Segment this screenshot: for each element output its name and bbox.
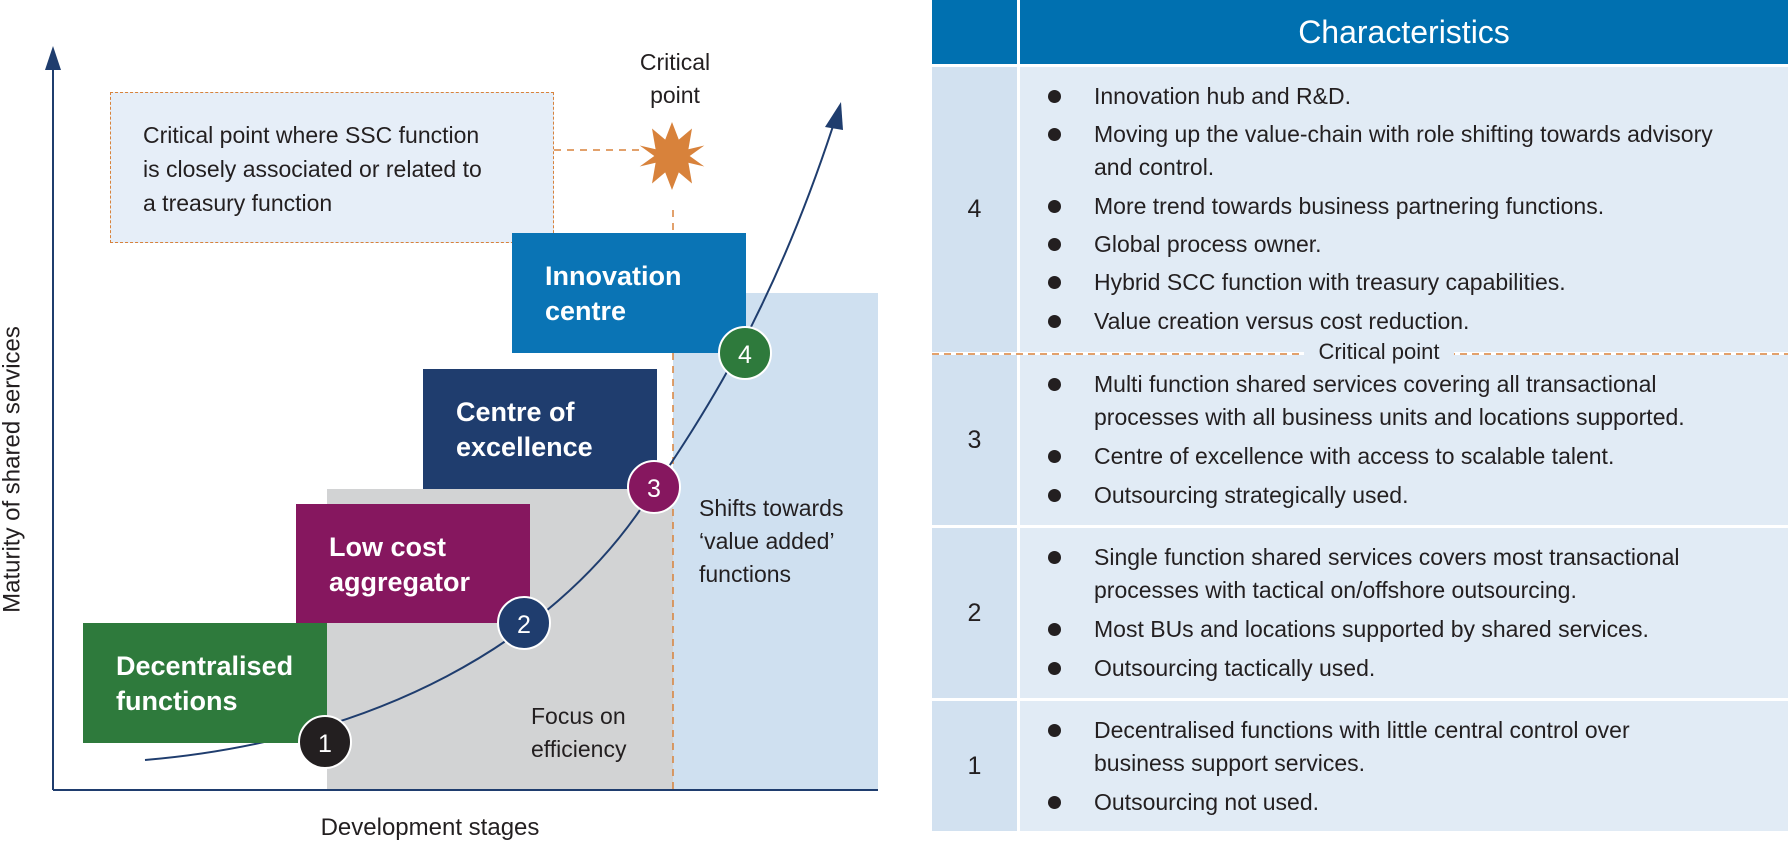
row-4-characteristics-cell bbox=[1020, 67, 1788, 352]
shift-line: Shifts towards bbox=[699, 495, 844, 521]
characteristics-table: Characteristics 4 3 2 1 Critical point I… bbox=[932, 0, 1788, 831]
row-4-item-5: Hybrid SCC function with treasury capabi… bbox=[1094, 266, 1784, 299]
item-line: Outsourcing strategically used. bbox=[1094, 482, 1409, 508]
item-line: business support services. bbox=[1094, 750, 1366, 776]
item-line: Single function shared services covers m… bbox=[1094, 544, 1680, 570]
critical-point-label: Critical point bbox=[620, 46, 730, 112]
row-3-item-2: Centre of excellence with access to scal… bbox=[1094, 440, 1784, 473]
bullet-dot bbox=[1048, 128, 1061, 141]
divider-label-text: Critical point bbox=[1318, 339, 1440, 364]
bullet-dot bbox=[1048, 662, 1061, 675]
item-line: Outsourcing tactically used. bbox=[1094, 655, 1376, 681]
stage-title-line: centre bbox=[545, 296, 627, 326]
focus-line: Focus on bbox=[531, 703, 626, 729]
bullet-dot bbox=[1048, 724, 1061, 737]
y-axis-arrowhead bbox=[45, 46, 61, 70]
item-line: Hybrid SCC function with treasury capabi… bbox=[1094, 269, 1566, 295]
item-line: Innovation hub and R&D. bbox=[1094, 83, 1352, 109]
note-line: Critical point where SSC function bbox=[143, 122, 480, 148]
stage-box-decentralised-functions: Decentralised functions bbox=[83, 623, 327, 743]
item-line: Outsourcing not used. bbox=[1094, 789, 1320, 815]
row-4-stage-number: 4 bbox=[932, 67, 1017, 352]
critical-point-note-text: Critical point where SSC function is clo… bbox=[143, 118, 543, 220]
row-3-stage-number: 3 bbox=[932, 355, 1017, 525]
row-4-item-2: Moving up the value-chain with role shif… bbox=[1094, 118, 1784, 184]
critical-point-note-box bbox=[110, 92, 554, 243]
item-line: Value creation versus cost reduction. bbox=[1094, 308, 1470, 334]
bullet-dot bbox=[1048, 551, 1061, 564]
focus-on-efficiency-text: Focus on efficiency bbox=[531, 700, 651, 766]
row-2-characteristics-cell bbox=[1020, 528, 1788, 698]
x-axis-label: Development stages bbox=[320, 814, 540, 841]
row-1-item-2: Outsourcing not used. bbox=[1094, 786, 1784, 819]
shift-line: functions bbox=[699, 561, 792, 587]
table-header-characteristics: Characteristics bbox=[1020, 0, 1788, 64]
item-line: Most BUs and locations supported by shar… bbox=[1094, 616, 1649, 642]
stage-circle-1: 1 bbox=[298, 715, 352, 769]
critical-point-divider-label: Critical point bbox=[1304, 340, 1454, 364]
stage-title-line: aggregator bbox=[329, 567, 471, 597]
note-line: is closely associated or related to bbox=[143, 156, 482, 182]
stage-circle-2: 2 bbox=[497, 596, 551, 650]
item-line: Global process owner. bbox=[1094, 231, 1322, 257]
shift-line: ‘value added’ bbox=[699, 528, 835, 554]
bullet-dot bbox=[1048, 623, 1061, 636]
table-header-stage-column bbox=[932, 0, 1017, 64]
stage-title-line: functions bbox=[116, 686, 238, 716]
row-1-stage-number: 1 bbox=[932, 701, 1017, 831]
row-4-item-3: More trend towards business partnering f… bbox=[1094, 190, 1784, 223]
row-3-item-1: Multi function shared services covering … bbox=[1094, 368, 1784, 434]
item-line: Decentralised functions with little cent… bbox=[1094, 717, 1630, 743]
item-line: More trend towards business partnering f… bbox=[1094, 193, 1605, 219]
critical-point-divider bbox=[932, 353, 1788, 355]
item-line: Centre of excellence with access to scal… bbox=[1094, 443, 1615, 469]
bullet-dot bbox=[1048, 90, 1061, 103]
stage-title-line: Innovation bbox=[545, 261, 682, 291]
value-added-band bbox=[673, 293, 878, 791]
stage-circle-4: 4 bbox=[718, 326, 772, 380]
note-line: a treasury function bbox=[143, 190, 333, 216]
focus-line: efficiency bbox=[531, 736, 627, 762]
growth-curve-arrowhead bbox=[825, 102, 843, 130]
stage-circle-3: 3 bbox=[627, 460, 681, 514]
row-2-item-2: Most BUs and locations supported by shar… bbox=[1094, 613, 1784, 646]
bullet-dot bbox=[1048, 238, 1061, 251]
maturity-diagram: Critical point where SSC function is clo… bbox=[0, 46, 878, 841]
item-line: and control. bbox=[1094, 154, 1215, 180]
stage-box-low-cost-aggregator: Low cost aggregator bbox=[296, 504, 530, 623]
row-1-characteristics-cell bbox=[1020, 701, 1788, 831]
item-line: processes with tactical on/offshore outs… bbox=[1094, 577, 1577, 603]
critical-point-label-text: Critical point bbox=[639, 49, 711, 108]
row-1-item-1: Decentralised functions with little cent… bbox=[1094, 714, 1784, 780]
row-4-item-6: Value creation versus cost reduction. bbox=[1094, 305, 1784, 338]
bullet-dot bbox=[1048, 378, 1061, 391]
item-line: processes with all business units and lo… bbox=[1094, 404, 1685, 430]
stage-box-innovation-centre: Innovation centre bbox=[512, 233, 746, 353]
row-3-characteristics-cell bbox=[1020, 355, 1788, 525]
stage-title-line: Low cost bbox=[329, 532, 447, 562]
bullet-dot bbox=[1048, 796, 1061, 809]
row-2-item-3: Outsourcing tactically used. bbox=[1094, 652, 1784, 685]
row-4-item-1: Innovation hub and R&D. bbox=[1094, 80, 1784, 113]
bullet-dot bbox=[1048, 200, 1061, 213]
item-line: Multi function shared services covering … bbox=[1094, 371, 1657, 397]
stage-title-line: Centre of bbox=[456, 397, 575, 427]
row-3-item-3: Outsourcing strategically used. bbox=[1094, 479, 1784, 512]
value-added-shift-text: Shifts towards ‘value added’ functions bbox=[699, 492, 874, 591]
stage-box-centre-of-excellence: Centre of excellence bbox=[423, 369, 657, 489]
bullet-dot bbox=[1048, 315, 1061, 328]
row-4-item-4: Global process owner. bbox=[1094, 228, 1784, 261]
row-2-item-1: Single function shared services covers m… bbox=[1094, 541, 1784, 607]
y-axis-label: Maturity of shared services bbox=[0, 326, 26, 613]
bullet-dot bbox=[1048, 489, 1061, 502]
stage-title-line: excellence bbox=[456, 432, 593, 462]
critical-point-star bbox=[639, 122, 705, 190]
bullet-dot bbox=[1048, 450, 1061, 463]
stage-title-line: Decentralised bbox=[116, 651, 294, 681]
bullet-dot bbox=[1048, 276, 1061, 289]
item-line: Moving up the value-chain with role shif… bbox=[1094, 121, 1713, 147]
row-2-stage-number: 2 bbox=[932, 528, 1017, 698]
